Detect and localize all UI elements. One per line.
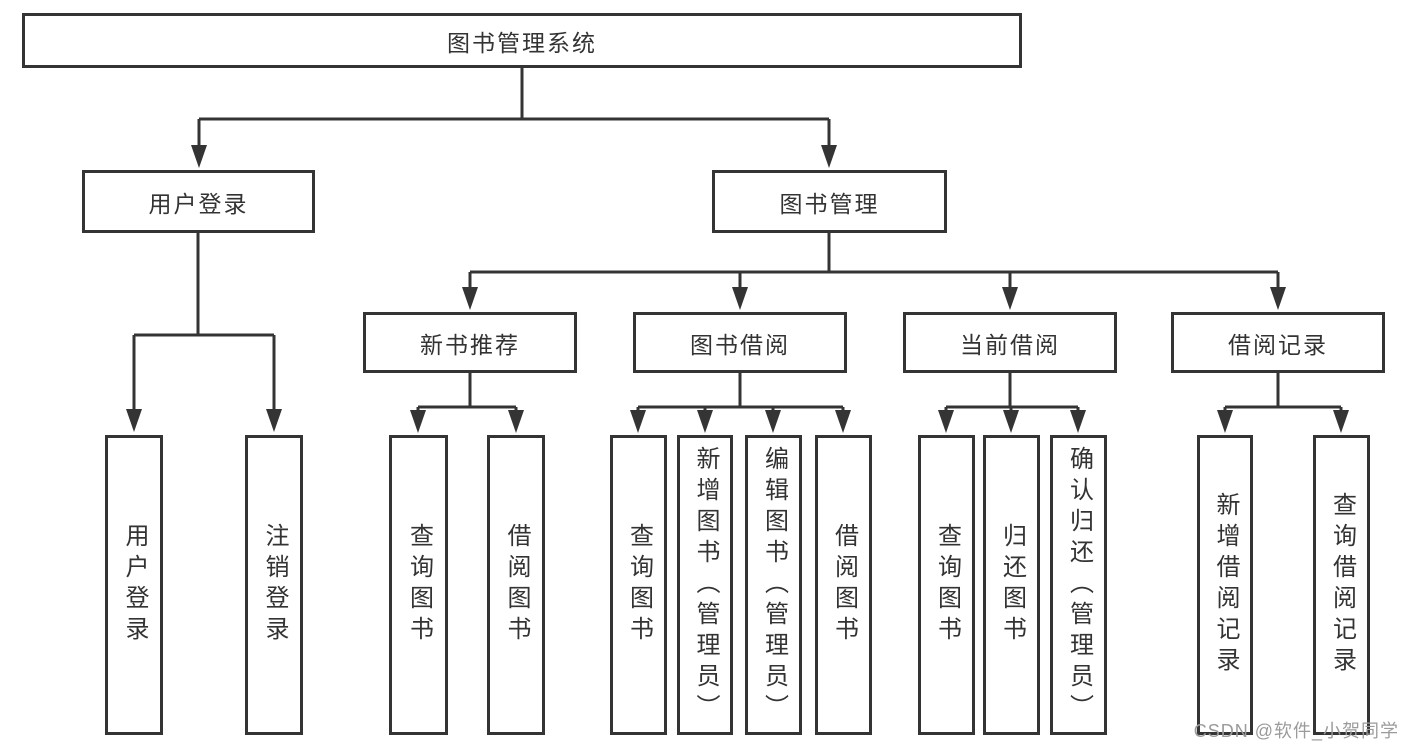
leaf-logout: 注销登录 xyxy=(245,435,303,735)
node-book-borrowing: 图书借阅 xyxy=(633,312,847,373)
leaf-query-books-recommend: 查询图书 xyxy=(389,435,448,735)
leaf-edit-books-admin: 编辑图书（管理员） xyxy=(745,435,802,735)
leaf-add-books-admin: 新增图书（管理员） xyxy=(677,435,733,735)
node-book-management-module: 图书管理 xyxy=(712,170,947,233)
watermark: CSDN @软件_小贺同学 xyxy=(1193,721,1399,741)
leaf-confirm-return-admin: 确认归还（管理员） xyxy=(1050,435,1107,735)
node-borrowing-records: 借阅记录 xyxy=(1171,312,1385,373)
leaf-return-books: 归还图书 xyxy=(983,435,1040,735)
node-new-book-recommendation: 新书推荐 xyxy=(363,312,577,373)
node-user-login-module: 用户登录 xyxy=(82,170,315,233)
leaf-borrow-books-recommend: 借阅图书 xyxy=(487,435,545,735)
leaf-user-login: 用户登录 xyxy=(105,435,163,735)
leaf-borrow-books: 借阅图书 xyxy=(815,435,872,735)
leaf-query-borrow-record: 查询借阅记录 xyxy=(1313,435,1370,735)
arrowheads xyxy=(126,145,1349,433)
node-current-borrowing: 当前借阅 xyxy=(903,312,1117,373)
node-library-management-system: 图书管理系统 xyxy=(22,13,1022,68)
leaf-add-borrow-record: 新增借阅记录 xyxy=(1197,435,1253,735)
leaf-query-books-borrowing: 查询图书 xyxy=(610,435,667,735)
leaf-query-books-current: 查询图书 xyxy=(918,435,975,735)
